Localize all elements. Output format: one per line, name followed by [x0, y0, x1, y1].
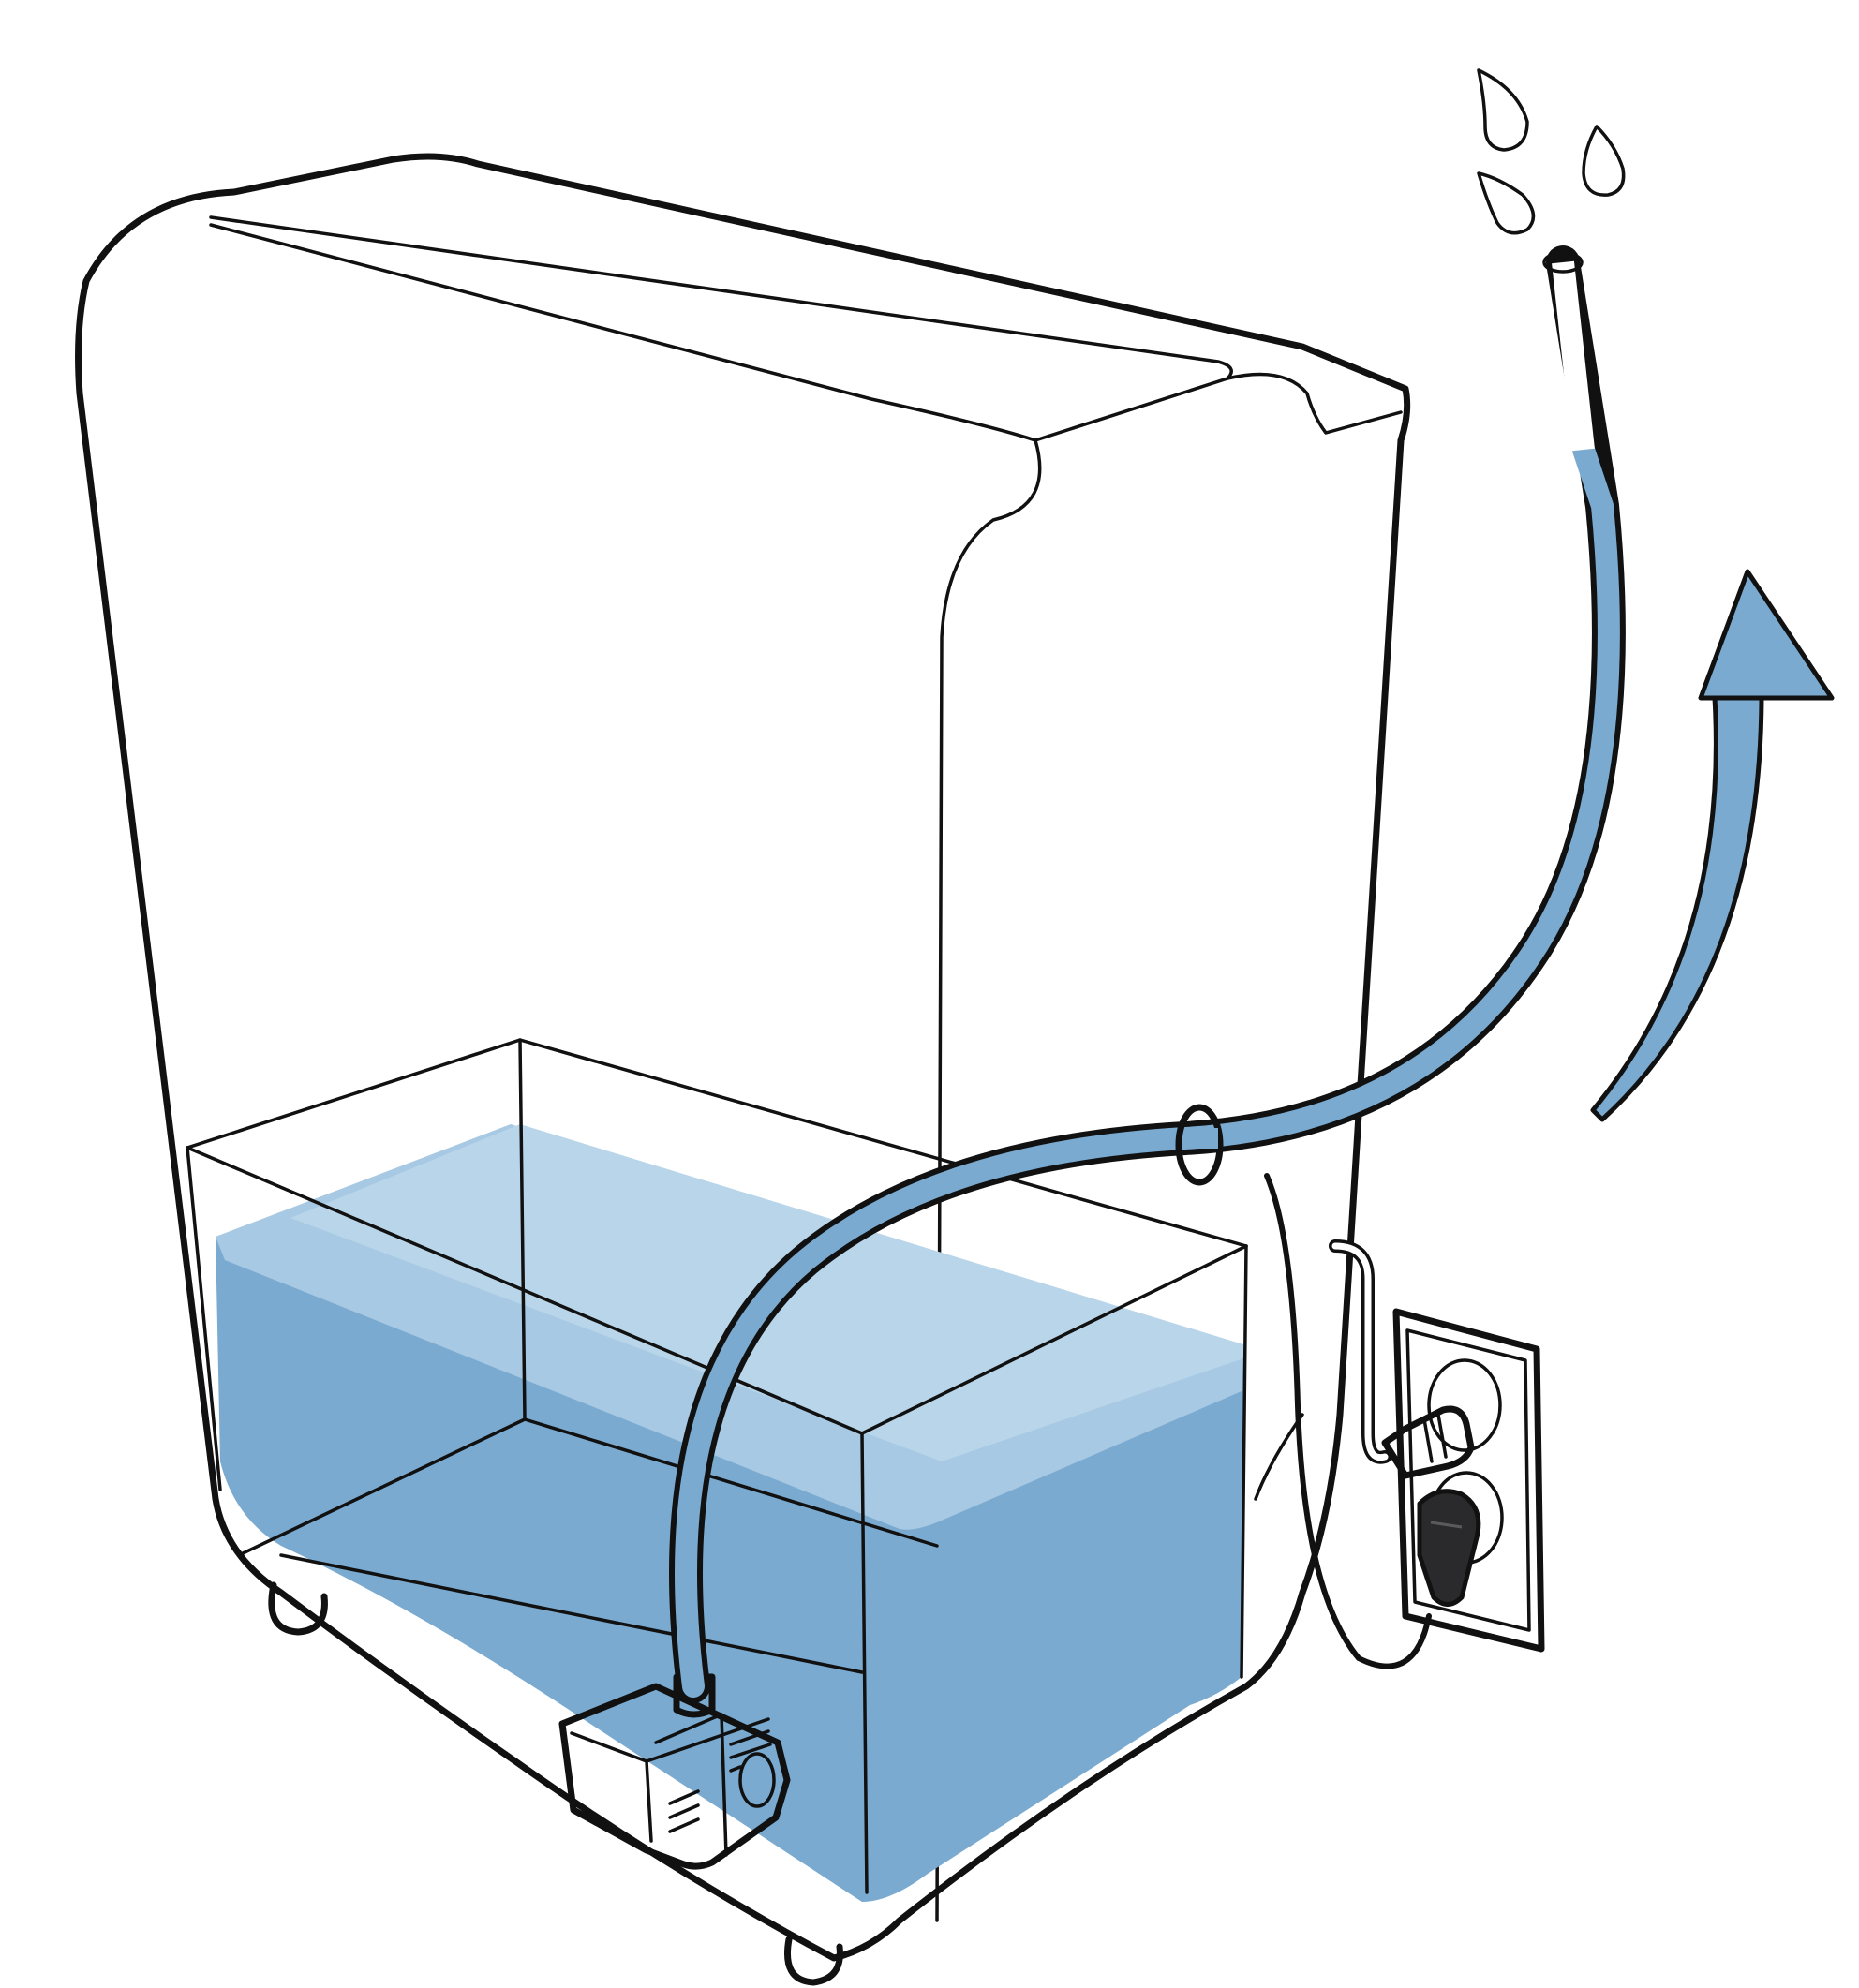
pump-outlet	[673, 1673, 716, 1718]
pump-side-face	[654, 1713, 728, 1857]
dehumidifier-body	[75, 153, 1411, 1962]
droplet-icon	[1477, 68, 1529, 152]
plug-grip	[1430, 1521, 1463, 1529]
hose-empty-section	[1552, 260, 1595, 452]
pump-intake	[738, 1752, 776, 1808]
outlet-plate	[1392, 1308, 1545, 1653]
tank-left-edge	[186, 1146, 222, 1491]
tank-right-edge	[1240, 1244, 1248, 1679]
wheels	[268, 1581, 843, 1986]
pump-cable	[1264, 1173, 1432, 1669]
water-tank	[186, 1038, 1248, 1902]
outlet-socket-top	[1427, 1358, 1502, 1452]
wheel-front-icon	[784, 1936, 843, 1986]
top-right-notch	[1226, 372, 1403, 435]
side-panel	[935, 438, 1042, 1922]
unit-cable-inner	[1331, 1242, 1389, 1461]
tank-mid-horizontal	[279, 1553, 864, 1674]
black-plug-icon	[1417, 1489, 1481, 1607]
top-panel	[209, 215, 1233, 442]
upward-flow-arrow-icon	[1590, 569, 1835, 1122]
wheel-left-icon	[268, 1581, 328, 1636]
water-droplets	[1477, 68, 1626, 235]
arrow-head	[1698, 569, 1835, 701]
pump-vents	[668, 1729, 772, 1833]
plug-body	[1417, 1489, 1481, 1607]
drain-hose	[669, 245, 1626, 1703]
droplet-icon	[1582, 125, 1626, 197]
hose-opening	[1542, 251, 1584, 274]
tank-front-vertical	[860, 1432, 869, 1894]
outlet-plate-inner	[1405, 1328, 1531, 1632]
dehumidifier-outline	[75, 153, 1411, 1962]
hose-fill	[675, 438, 1620, 1698]
submersible-pump-icon	[558, 1673, 791, 1870]
plug-ridges	[1422, 1413, 1448, 1463]
tank-back-bottom	[237, 1417, 939, 1557]
arrow-shaft	[1590, 690, 1764, 1122]
wall-outlet-icon	[1381, 1308, 1545, 1653]
plug-body	[1381, 1405, 1475, 1479]
pump-body	[558, 1683, 791, 1870]
white-plug-icon	[1381, 1405, 1475, 1479]
side-rear-edge	[1254, 1413, 1304, 1501]
power-cable	[1264, 1173, 1432, 1669]
pump-top-edge	[645, 1717, 770, 1763]
tank-back-vertical	[518, 1038, 527, 1421]
droplet-icon	[1477, 171, 1536, 235]
hose-grommet	[1175, 1104, 1224, 1186]
